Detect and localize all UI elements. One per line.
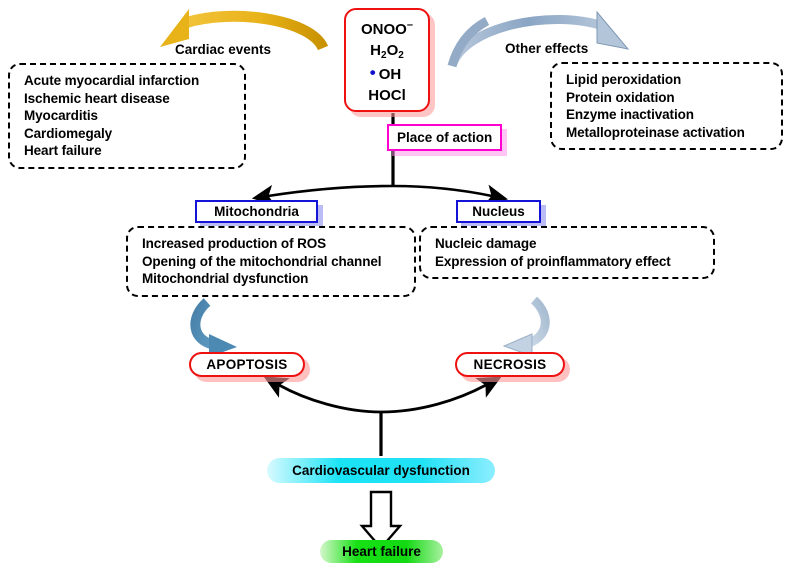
nucleus-detail-box: Nucleic damage Expression of proinflamma… (419, 226, 715, 279)
nucleus-label: Nucleus (472, 204, 525, 219)
species-hydroxyl-radical: •OH (369, 63, 402, 83)
necrosis-label: NECROSIS (473, 357, 547, 372)
other-effects-box: Lipid peroxidation Protein oxidation Enz… (550, 62, 783, 150)
other-effects-arrow (447, 10, 630, 68)
cardiac-event-item: Cardiomegaly (24, 125, 113, 141)
mitochondria-item: Opening of the mitochondrial channel (142, 253, 382, 269)
place-of-action-label: Place of action (397, 130, 493, 145)
place-of-action-badge: Place of action (387, 124, 503, 151)
necrosis-hook-arrow (502, 296, 550, 357)
cardiac-event-item: Ischemic heart disease (24, 90, 170, 106)
cardiac-event-item: Acute myocardial infarction (24, 73, 200, 88)
species-onoo: ONOO– (361, 19, 413, 38)
species-hocl: HOCl (368, 87, 406, 104)
branch-to-nucleus (392, 184, 509, 206)
cardiac-events-caption: Cardiac events (175, 42, 272, 57)
mitochondria-label: Mitochondria (214, 204, 299, 219)
arrow-to-apoptosis (263, 376, 382, 414)
reactive-species-box: ONOO– H2O2 •OH HOCl (344, 8, 430, 112)
cardiac-events-box: Acute myocardial infarction Ischemic hea… (8, 63, 246, 169)
species-h2o2: H2O2 (370, 42, 404, 61)
heart-failure-label: Heart failure (342, 544, 421, 559)
other-effect-item: Metalloproteinase activation (566, 124, 745, 140)
other-effect-item: Enzyme inactivation (566, 107, 694, 122)
cardiac-event-item: Heart failure (24, 143, 102, 158)
necrosis-node: NECROSIS (455, 352, 565, 377)
heart-failure-node: Heart failure (320, 540, 443, 563)
cardiac-event-item: Myocarditis (24, 108, 98, 123)
mitochondria-label-box: Mitochondria (195, 200, 318, 223)
mitochondria-item: Mitochondrial dysfunction (142, 271, 309, 286)
branch-to-mitochondria (251, 184, 394, 206)
nucleus-label-box: Nucleus (456, 200, 541, 223)
mitochondria-detail-box: Increased production of ROS Opening of t… (126, 226, 416, 297)
other-effect-item: Protein oxidation (566, 89, 675, 105)
cardiovascular-dysfunction-label: Cardiovascular dysfunction (292, 463, 470, 478)
nucleus-item: Expression of proinflammatory effect (435, 253, 671, 269)
other-effects-caption: Other effects (505, 41, 589, 56)
apoptosis-node: APOPTOSIS (189, 352, 305, 377)
mitochondria-item: Increased production of ROS (142, 236, 327, 251)
apoptosis-label: APOPTOSIS (206, 357, 288, 372)
radical-dot-icon: • (369, 63, 376, 82)
cardiovascular-dysfunction-node: Cardiovascular dysfunction (267, 458, 495, 483)
apoptosis-hook-arrow (190, 298, 237, 357)
other-effect-item: Lipid peroxidation (566, 72, 682, 87)
nucleus-item: Nucleic damage (435, 236, 537, 251)
arrow-to-necrosis (380, 376, 502, 414)
